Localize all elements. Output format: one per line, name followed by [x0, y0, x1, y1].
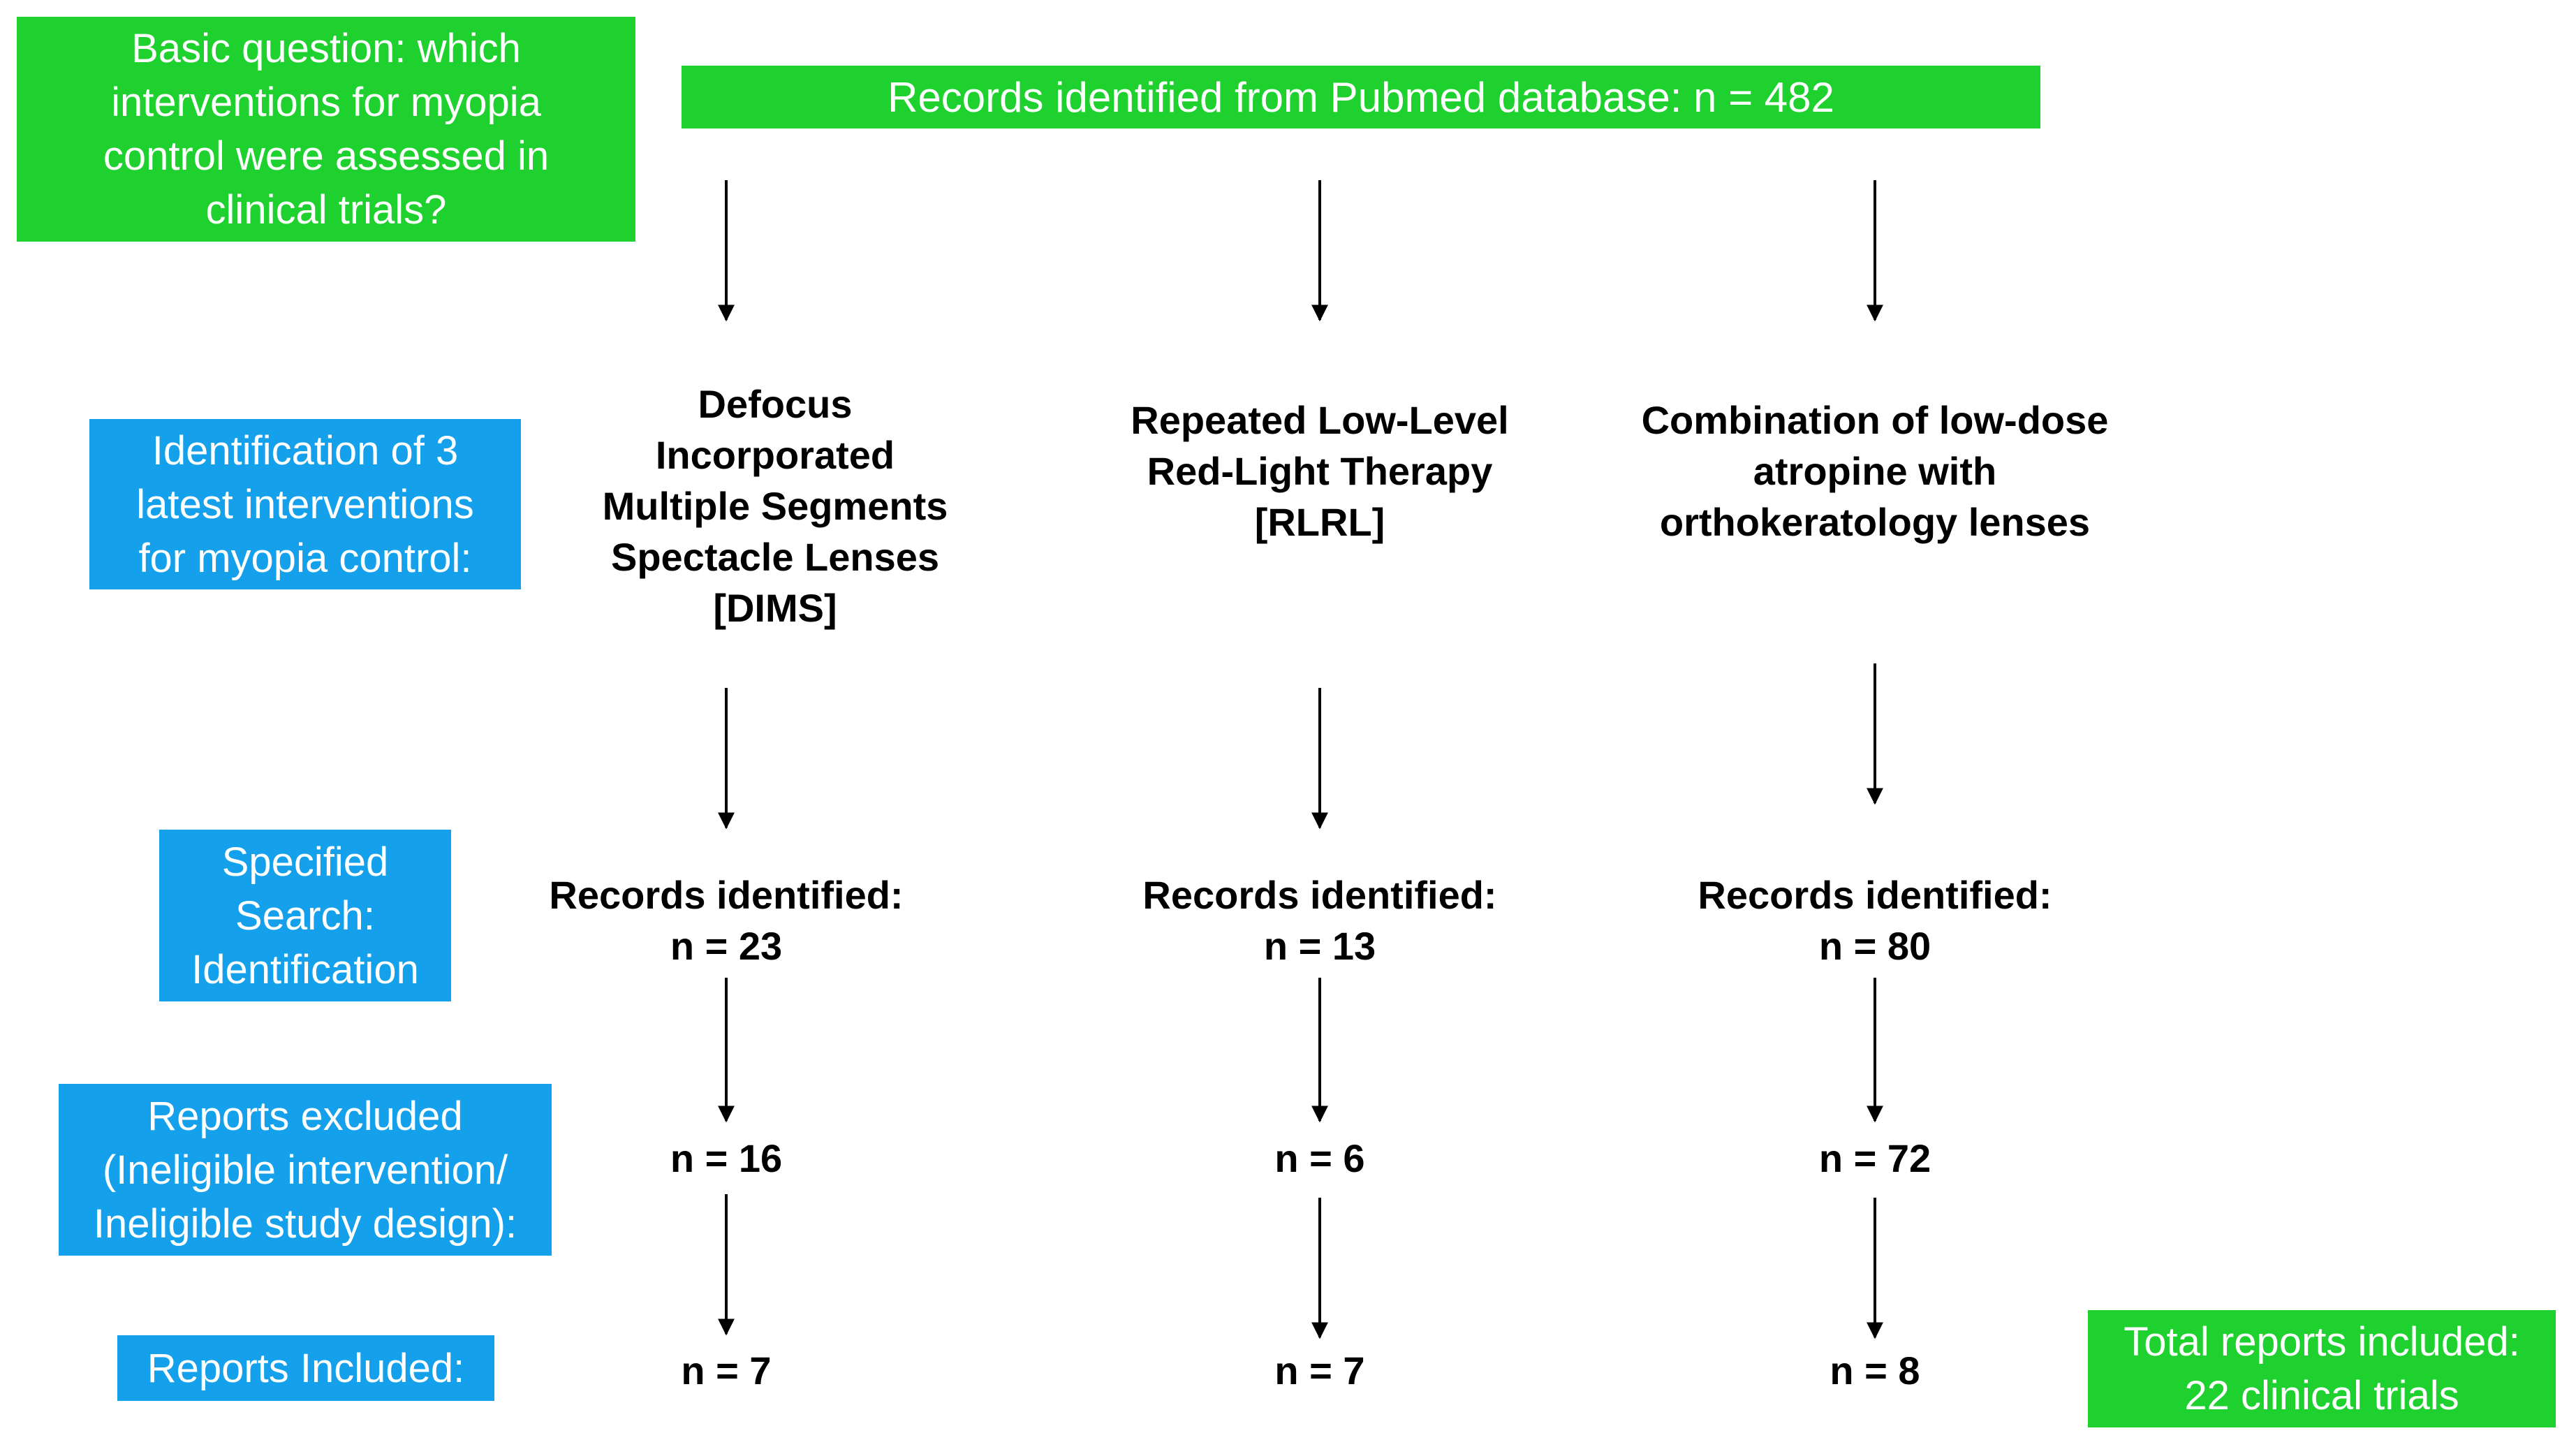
intervention-dims-line: [DIMS] — [713, 586, 837, 630]
records-identified-count: n = 13 — [1263, 924, 1376, 968]
basic-question-line: Basic question: which — [131, 26, 521, 71]
total-included-box: Total reports included: 22 clinical tria… — [2088, 1310, 2556, 1427]
excluded-count-atropine-orthok: n = 72 — [1818, 1136, 1931, 1180]
reports-excluded-label-line: Reports excluded — [147, 1093, 463, 1139]
identification-label-line: Identification of 3 — [152, 427, 459, 473]
total-included-line: 22 clinical trials — [2184, 1373, 2459, 1418]
intervention-dims: Defocus Incorporated Multiple Segments S… — [531, 379, 1020, 633]
records-identified-atropine-orthok: Records identified: n = 80 — [1631, 869, 2119, 971]
records-identified-count: n = 80 — [1818, 924, 1931, 968]
identification-label-box: Identification of 3 latest interventions… — [89, 419, 521, 589]
reports-excluded-label-line: Ineligible study design): — [93, 1200, 517, 1247]
specified-search-label-line: Identification — [191, 946, 419, 992]
identification-label-line: latest interventions — [136, 481, 474, 527]
reports-included-label-text: Reports Included: — [147, 1345, 465, 1391]
specified-search-label-box: Specified Search: Identification — [159, 830, 451, 1001]
excluded-count-rlrl: n = 6 — [1274, 1136, 1365, 1180]
pubmed-records-text: Records identified from Pubmed database:… — [888, 73, 1834, 121]
included-count-atropine-orthok: n = 8 — [1830, 1349, 1920, 1393]
intervention-rlrl-line: [RLRL] — [1254, 500, 1385, 544]
records-identified-rlrl: Records identified: n = 13 — [1075, 869, 1564, 971]
records-identified-label: Records identified: — [549, 873, 904, 917]
included-count-rlrl: n = 7 — [1274, 1349, 1365, 1393]
specified-search-label-line: Search: — [235, 893, 375, 939]
reports-excluded-label-box: Reports excluded (Ineligible interventio… — [59, 1084, 552, 1256]
records-identified-count: n = 23 — [670, 924, 783, 968]
intervention-rlrl-line: Red-Light Therapy — [1147, 449, 1493, 493]
identification-label-line: for myopia control: — [138, 535, 472, 581]
basic-question-box: Basic question: which interventions for … — [17, 17, 635, 242]
total-included-line: Total reports included: — [2124, 1319, 2520, 1365]
records-identified-label: Records identified: — [1142, 873, 1497, 917]
pubmed-records-box: Records identified from Pubmed database:… — [682, 66, 2040, 128]
intervention-dims-line: Defocus — [698, 382, 853, 426]
reports-included-label-box: Reports Included: — [117, 1335, 494, 1401]
basic-question-line: control were assessed in — [103, 133, 550, 179]
records-identified-label: Records identified: — [1698, 873, 2052, 917]
included-count-dims: n = 7 — [681, 1349, 772, 1393]
intervention-atropine-orthok-line: atropine with — [1753, 449, 1997, 493]
intervention-rlrl-line: Repeated Low-Level — [1131, 398, 1509, 442]
intervention-atropine-orthok-line: Combination of low-dose — [1641, 398, 2109, 442]
specified-search-label-line: Specified — [221, 839, 389, 885]
records-identified-dims: Records identified: n = 23 — [482, 869, 971, 971]
intervention-dims-line: Incorporated — [655, 433, 895, 477]
basic-question-line: interventions for myopia — [111, 80, 541, 125]
intervention-atropine-orthok-line: orthokeratology lenses — [1659, 500, 2091, 544]
excluded-count-dims: n = 16 — [670, 1136, 783, 1180]
intervention-atropine-orthok: Combination of low-dose atropine with or… — [1596, 395, 2154, 548]
intervention-dims-line: Spectacle Lenses — [610, 535, 940, 579]
intervention-rlrl: Repeated Low-Level Red-Light Therapy [RL… — [1075, 395, 1564, 548]
basic-question-line: clinical trials? — [205, 187, 447, 233]
reports-excluded-label-line: (Ineligible intervention/ — [102, 1147, 508, 1193]
intervention-dims-line: Multiple Segments — [602, 484, 948, 528]
